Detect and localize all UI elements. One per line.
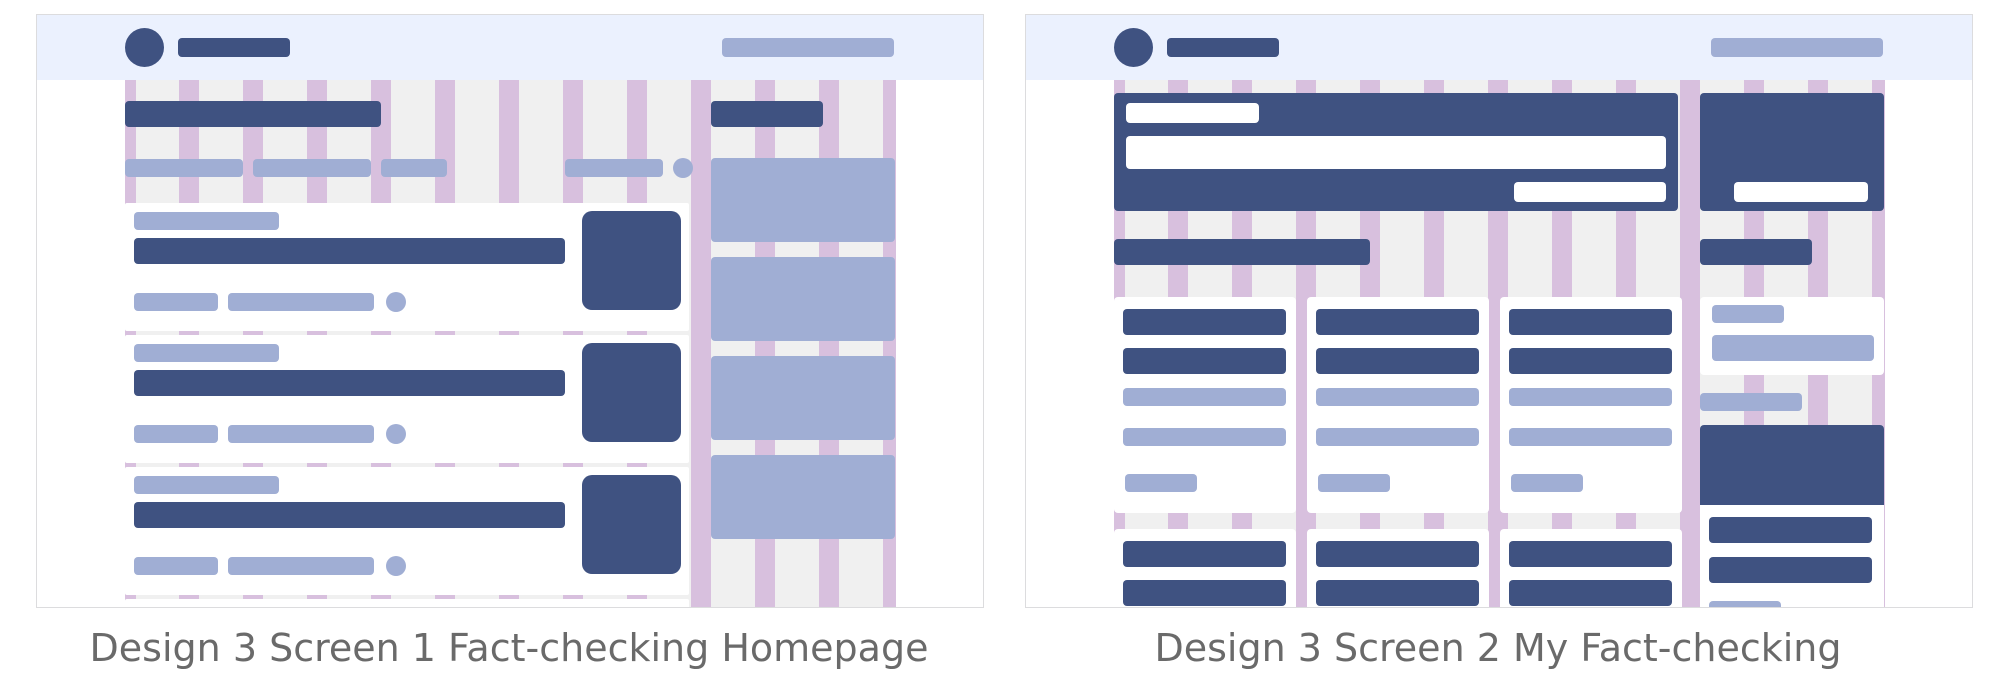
hero-label-placeholder [1126, 103, 1259, 123]
sidebar-panel[interactable] [711, 158, 895, 242]
article-tag-placeholder [134, 212, 279, 230]
sidebar-card[interactable] [1700, 297, 1884, 375]
article-headline-placeholder [134, 370, 565, 396]
article-meta-placeholder [134, 293, 218, 311]
card-text-placeholder [1509, 428, 1672, 446]
sidebar-panel-line-placeholder [1709, 601, 1781, 607]
card-text-placeholder [1123, 388, 1286, 406]
sidebar-panel-line-placeholder [1709, 557, 1872, 583]
card-title-placeholder [1123, 580, 1286, 606]
article-card[interactable] [125, 203, 689, 331]
avatar [1114, 28, 1153, 67]
fact-check-card[interactable] [1114, 529, 1296, 607]
filter-tab[interactable] [253, 159, 371, 177]
sort-control[interactable] [565, 159, 663, 177]
card-text-placeholder [1316, 388, 1479, 406]
fact-check-card[interactable] [1114, 297, 1296, 513]
sidebar-panel[interactable] [1700, 425, 1884, 607]
article-meta-placeholder [228, 293, 374, 311]
hero-button-placeholder[interactable] [1514, 182, 1666, 202]
sidebar-panel[interactable] [711, 455, 895, 539]
card-title-placeholder [1509, 541, 1672, 567]
sidebar-card-label-placeholder [1712, 305, 1784, 323]
card-text-placeholder [1509, 388, 1672, 406]
hero-input-placeholder[interactable] [1126, 136, 1666, 169]
article-status-icon [386, 292, 406, 312]
hero-banner [1114, 93, 1678, 211]
card-title-placeholder [1123, 348, 1286, 374]
article-status-icon [386, 556, 406, 576]
card-title-placeholder [1509, 580, 1672, 606]
grid-column [691, 80, 711, 607]
site-title-placeholder [178, 38, 290, 57]
card-title-placeholder [1316, 309, 1479, 335]
article-meta-placeholder [228, 425, 374, 443]
fact-check-card[interactable] [1500, 529, 1682, 607]
grid-column [1680, 80, 1700, 607]
article-headline-placeholder [134, 502, 565, 528]
card-title-placeholder [1123, 541, 1286, 567]
side-banner [1700, 93, 1884, 211]
card-title-placeholder [1509, 348, 1672, 374]
article-thumbnail [582, 211, 681, 310]
header-bar [1026, 15, 1972, 80]
card-title-placeholder [1123, 309, 1286, 335]
screen-caption: Design 3 Screen 1 Fact-checking Homepage [89, 626, 929, 670]
article-headline-placeholder [134, 238, 565, 264]
wireframe-screen-2 [1025, 14, 1973, 608]
article-meta-placeholder [134, 557, 218, 575]
card-text-placeholder [1316, 428, 1479, 446]
side-banner-button-placeholder[interactable] [1734, 182, 1868, 202]
filter-tab[interactable] [125, 159, 243, 177]
fact-check-card[interactable] [1500, 297, 1682, 513]
sidebar-panel[interactable] [711, 257, 895, 341]
article-meta-placeholder [134, 425, 218, 443]
fact-check-card[interactable] [1307, 529, 1489, 607]
sidebar-card-text-placeholder [1712, 335, 1874, 361]
wireframe-screen-1 [36, 14, 984, 608]
page-title-placeholder [125, 101, 381, 127]
sidebar-title-placeholder [711, 101, 823, 127]
article-thumbnail [582, 475, 681, 574]
card-text-placeholder [1123, 428, 1286, 446]
card-tag-placeholder [1511, 474, 1583, 492]
article-thumbnail [582, 343, 681, 442]
nav-links-placeholder[interactable] [722, 38, 894, 57]
card-title-placeholder [1316, 580, 1479, 606]
card-tag-placeholder [1125, 474, 1197, 492]
sidebar-panel-line-placeholder [1709, 517, 1872, 543]
article-card[interactable] [125, 335, 689, 463]
screen-caption: Design 3 Screen 2 My Fact-checking [1154, 626, 1842, 670]
filter-tab[interactable] [381, 159, 447, 177]
fact-check-card[interactable] [1307, 297, 1489, 513]
sidebar-title-placeholder [1700, 239, 1812, 265]
article-card[interactable] [125, 467, 689, 595]
avatar [125, 28, 164, 67]
sidebar-label-placeholder [1700, 393, 1802, 411]
article-tag-placeholder [134, 344, 279, 362]
card-title-placeholder [1316, 541, 1479, 567]
header-bar [37, 15, 983, 80]
card-title-placeholder [1509, 309, 1672, 335]
card-title-placeholder [1316, 348, 1479, 374]
nav-links-placeholder[interactable] [1711, 38, 1883, 57]
sidebar-panel-image [1700, 425, 1884, 505]
article-status-icon [386, 424, 406, 444]
card-tag-placeholder [1318, 474, 1390, 492]
sort-icon[interactable] [673, 158, 693, 178]
sidebar-panel[interactable] [711, 356, 895, 440]
article-meta-placeholder [228, 557, 374, 575]
article-card[interactable] [125, 599, 689, 607]
article-tag-placeholder [134, 476, 279, 494]
section-title-placeholder [1114, 239, 1370, 265]
site-title-placeholder [1167, 38, 1279, 57]
